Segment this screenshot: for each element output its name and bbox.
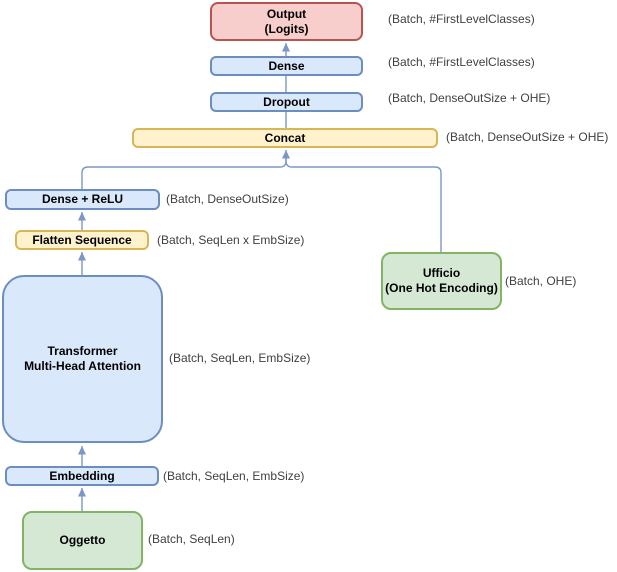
node-concat-label: Concat: [264, 130, 306, 145]
node-embedding: Embedding: [5, 466, 159, 486]
node-ufficio-label: Ufficio (One Hot Encoding): [385, 266, 498, 295]
annotation-oggetto-shape: (Batch, SeqLen): [148, 531, 235, 546]
annotation-embedding-shape: (Batch, SeqLen, EmbSize): [163, 468, 305, 483]
node-ufficio: Ufficio (One Hot Encoding): [381, 252, 502, 310]
node-embedding-label: Embedding: [49, 468, 115, 483]
node-dense: Dense: [210, 56, 363, 76]
annotation-output-shape: (Batch, #FirstLevelClasses): [388, 11, 535, 26]
node-concat: Concat: [132, 128, 438, 148]
annotation-flatten-shape: (Batch, SeqLen x EmbSize): [157, 232, 305, 247]
node-oggetto: Oggetto: [22, 511, 143, 570]
node-flatten-label: Flatten Sequence: [32, 232, 132, 247]
node-dropout: Dropout: [210, 92, 363, 112]
node-dense-relu-label: Dense + ReLU: [41, 192, 124, 206]
node-output-label: Output (Logits): [264, 6, 309, 36]
node-transformer-label: Transformer Multi-Head Attention: [24, 344, 141, 373]
node-transformer: Transformer Multi-Head Attention: [2, 275, 163, 443]
node-dense-relu: Dense + ReLU: [5, 189, 160, 210]
annotation-transformer-shape: (Batch, SeqLen, EmbSize): [169, 350, 311, 365]
edge-dense-relu-to-concat: [81, 150, 291, 189]
node-dense-label: Dense: [268, 58, 305, 73]
annotation-dense-relu-shape: (Batch, DenseOutSize): [166, 191, 289, 206]
annotation-dense-shape: (Batch, #FirstLevelClasses): [388, 54, 535, 69]
node-output: Output (Logits): [210, 2, 363, 41]
node-oggetto-label: Oggetto: [59, 533, 106, 547]
edge-ufficio-to-concat: [285, 154, 442, 252]
node-dropout-label: Dropout: [263, 94, 310, 109]
annotation-concat-shape: (Batch, DenseOutSize + OHE): [446, 129, 609, 144]
annotation-ufficio-shape: (Batch, OHE): [505, 273, 577, 288]
node-flatten: Flatten Sequence: [15, 230, 149, 250]
annotation-dropout-shape: (Batch, DenseOutSize + OHE): [388, 90, 551, 105]
